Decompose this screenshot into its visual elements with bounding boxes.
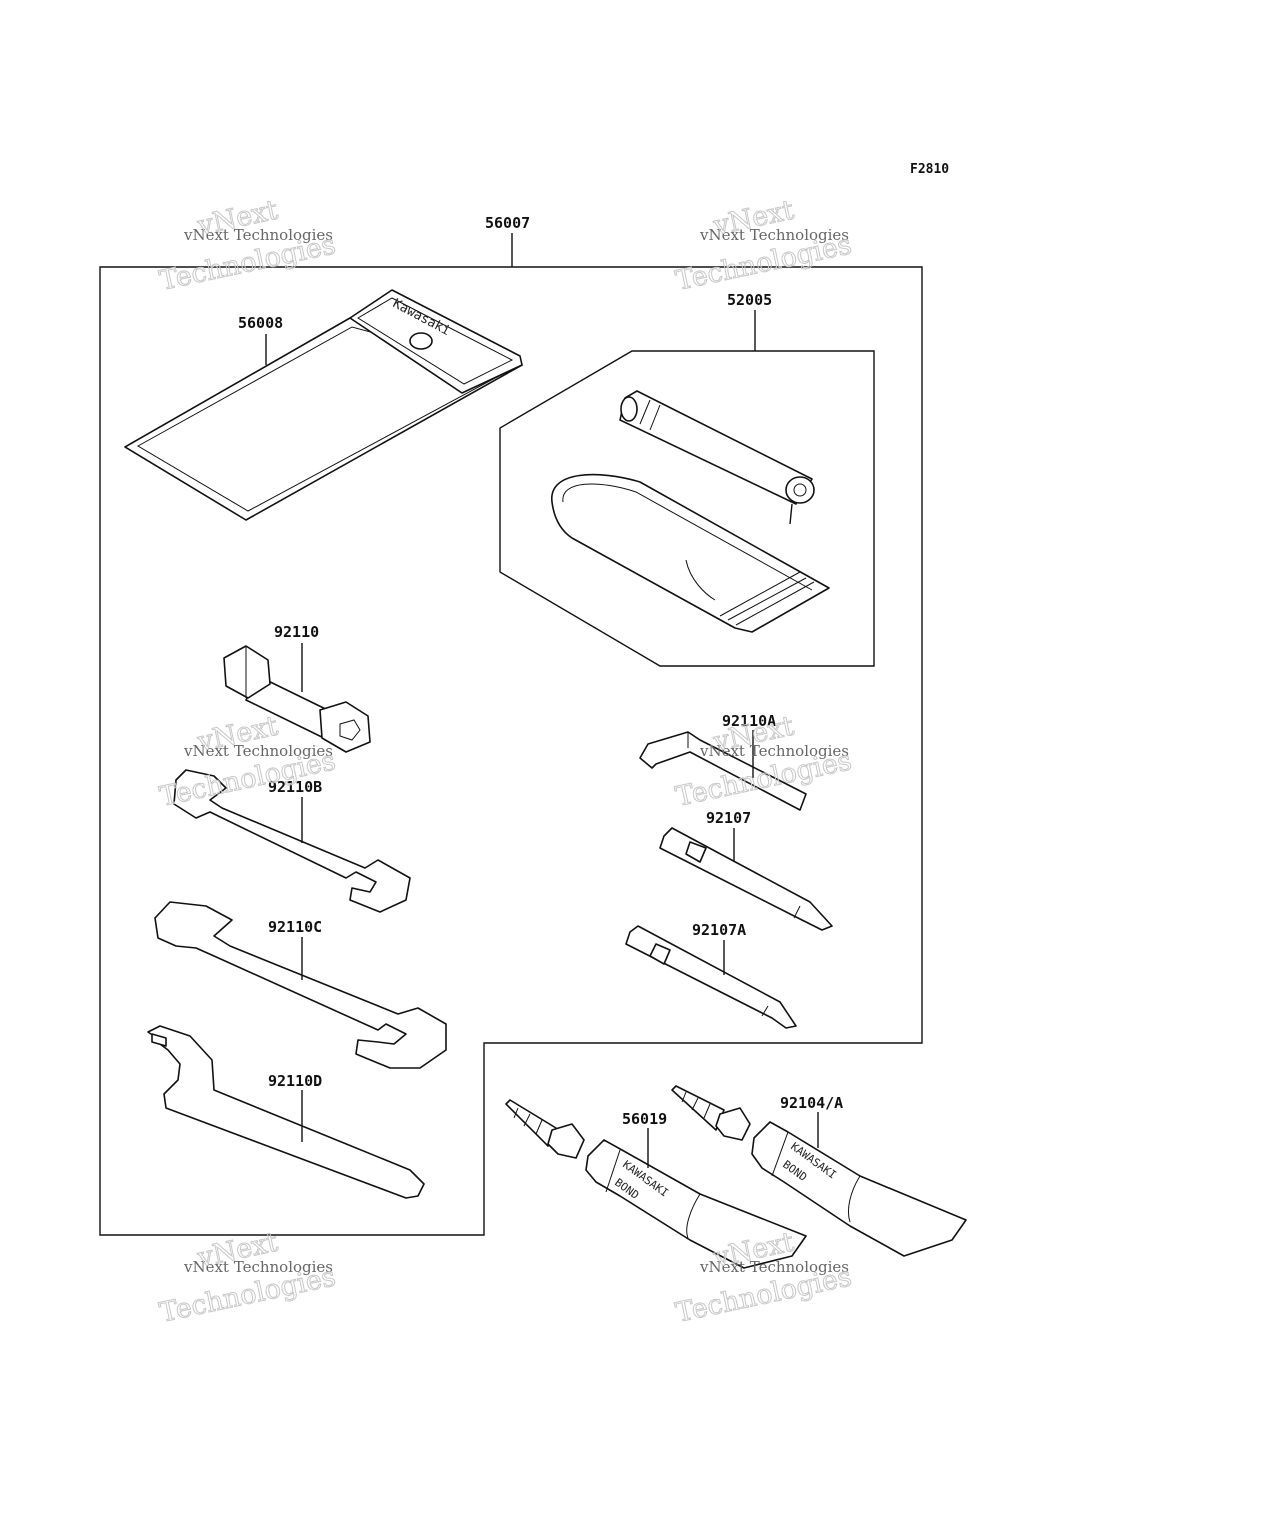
pump-set-outline bbox=[499, 350, 875, 667]
open-wrench-small bbox=[173, 769, 411, 913]
label-bond-tube: 56019 bbox=[622, 1110, 667, 1128]
label-hook-wrench: 92110D bbox=[268, 1072, 322, 1090]
bond-tube-nozzle bbox=[505, 1099, 585, 1159]
tool-pouch: Kawasaki bbox=[124, 289, 523, 521]
tire-pump bbox=[619, 390, 815, 525]
svg-text:vNext Technologies: vNext Technologies bbox=[183, 226, 333, 244]
label-kit: 56007 bbox=[485, 214, 530, 232]
label-pouch: 56008 bbox=[238, 314, 283, 332]
hook-wrench bbox=[147, 1025, 425, 1199]
screwdriver-a bbox=[625, 925, 797, 1029]
watermark-bottom-left: vNext Technologies vNext Technologies bbox=[157, 1226, 339, 1329]
bond-tube-a-nozzle bbox=[671, 1085, 751, 1141]
pump-bag bbox=[551, 473, 830, 633]
label-plug-wrench: 92110 bbox=[274, 623, 319, 641]
svg-text:vNext Technologies: vNext Technologies bbox=[183, 1258, 333, 1276]
label-bond-tube-a: 92104/A bbox=[780, 1094, 843, 1112]
kit-outline bbox=[99, 266, 923, 1236]
label-wrench-small: 92110B bbox=[268, 778, 322, 796]
watermark-top-left: vNext Technologies vNext Technologies bbox=[157, 194, 339, 297]
svg-text:vNext Technologies: vNext Technologies bbox=[183, 742, 333, 760]
label-hex-key: 92110A bbox=[722, 712, 776, 730]
svg-text:vNext Technologies: vNext Technologies bbox=[699, 742, 849, 760]
svg-text:vNext Technologies: vNext Technologies bbox=[699, 226, 849, 244]
hex-key bbox=[639, 731, 807, 811]
watermark-middle-right: vNext Technologies vNext Technologies bbox=[673, 710, 855, 813]
label-pump-set: 52005 bbox=[727, 291, 772, 309]
label-wrench-large: 92110C bbox=[268, 918, 322, 936]
plug-wrench bbox=[223, 645, 371, 753]
bond-tube: KAWASAKI BOND bbox=[585, 1139, 807, 1269]
figure-code: F2810 bbox=[910, 162, 949, 177]
label-screwdriver-a: 92107A bbox=[692, 921, 746, 939]
screwdriver bbox=[659, 827, 833, 931]
label-screwdriver: 92107 bbox=[706, 809, 751, 827]
svg-text:vNext Technologies: vNext Technologies bbox=[699, 1258, 849, 1276]
open-wrench-large bbox=[154, 901, 447, 1069]
watermark-top-right: vNext Technologies vNext Technologies bbox=[673, 194, 855, 297]
